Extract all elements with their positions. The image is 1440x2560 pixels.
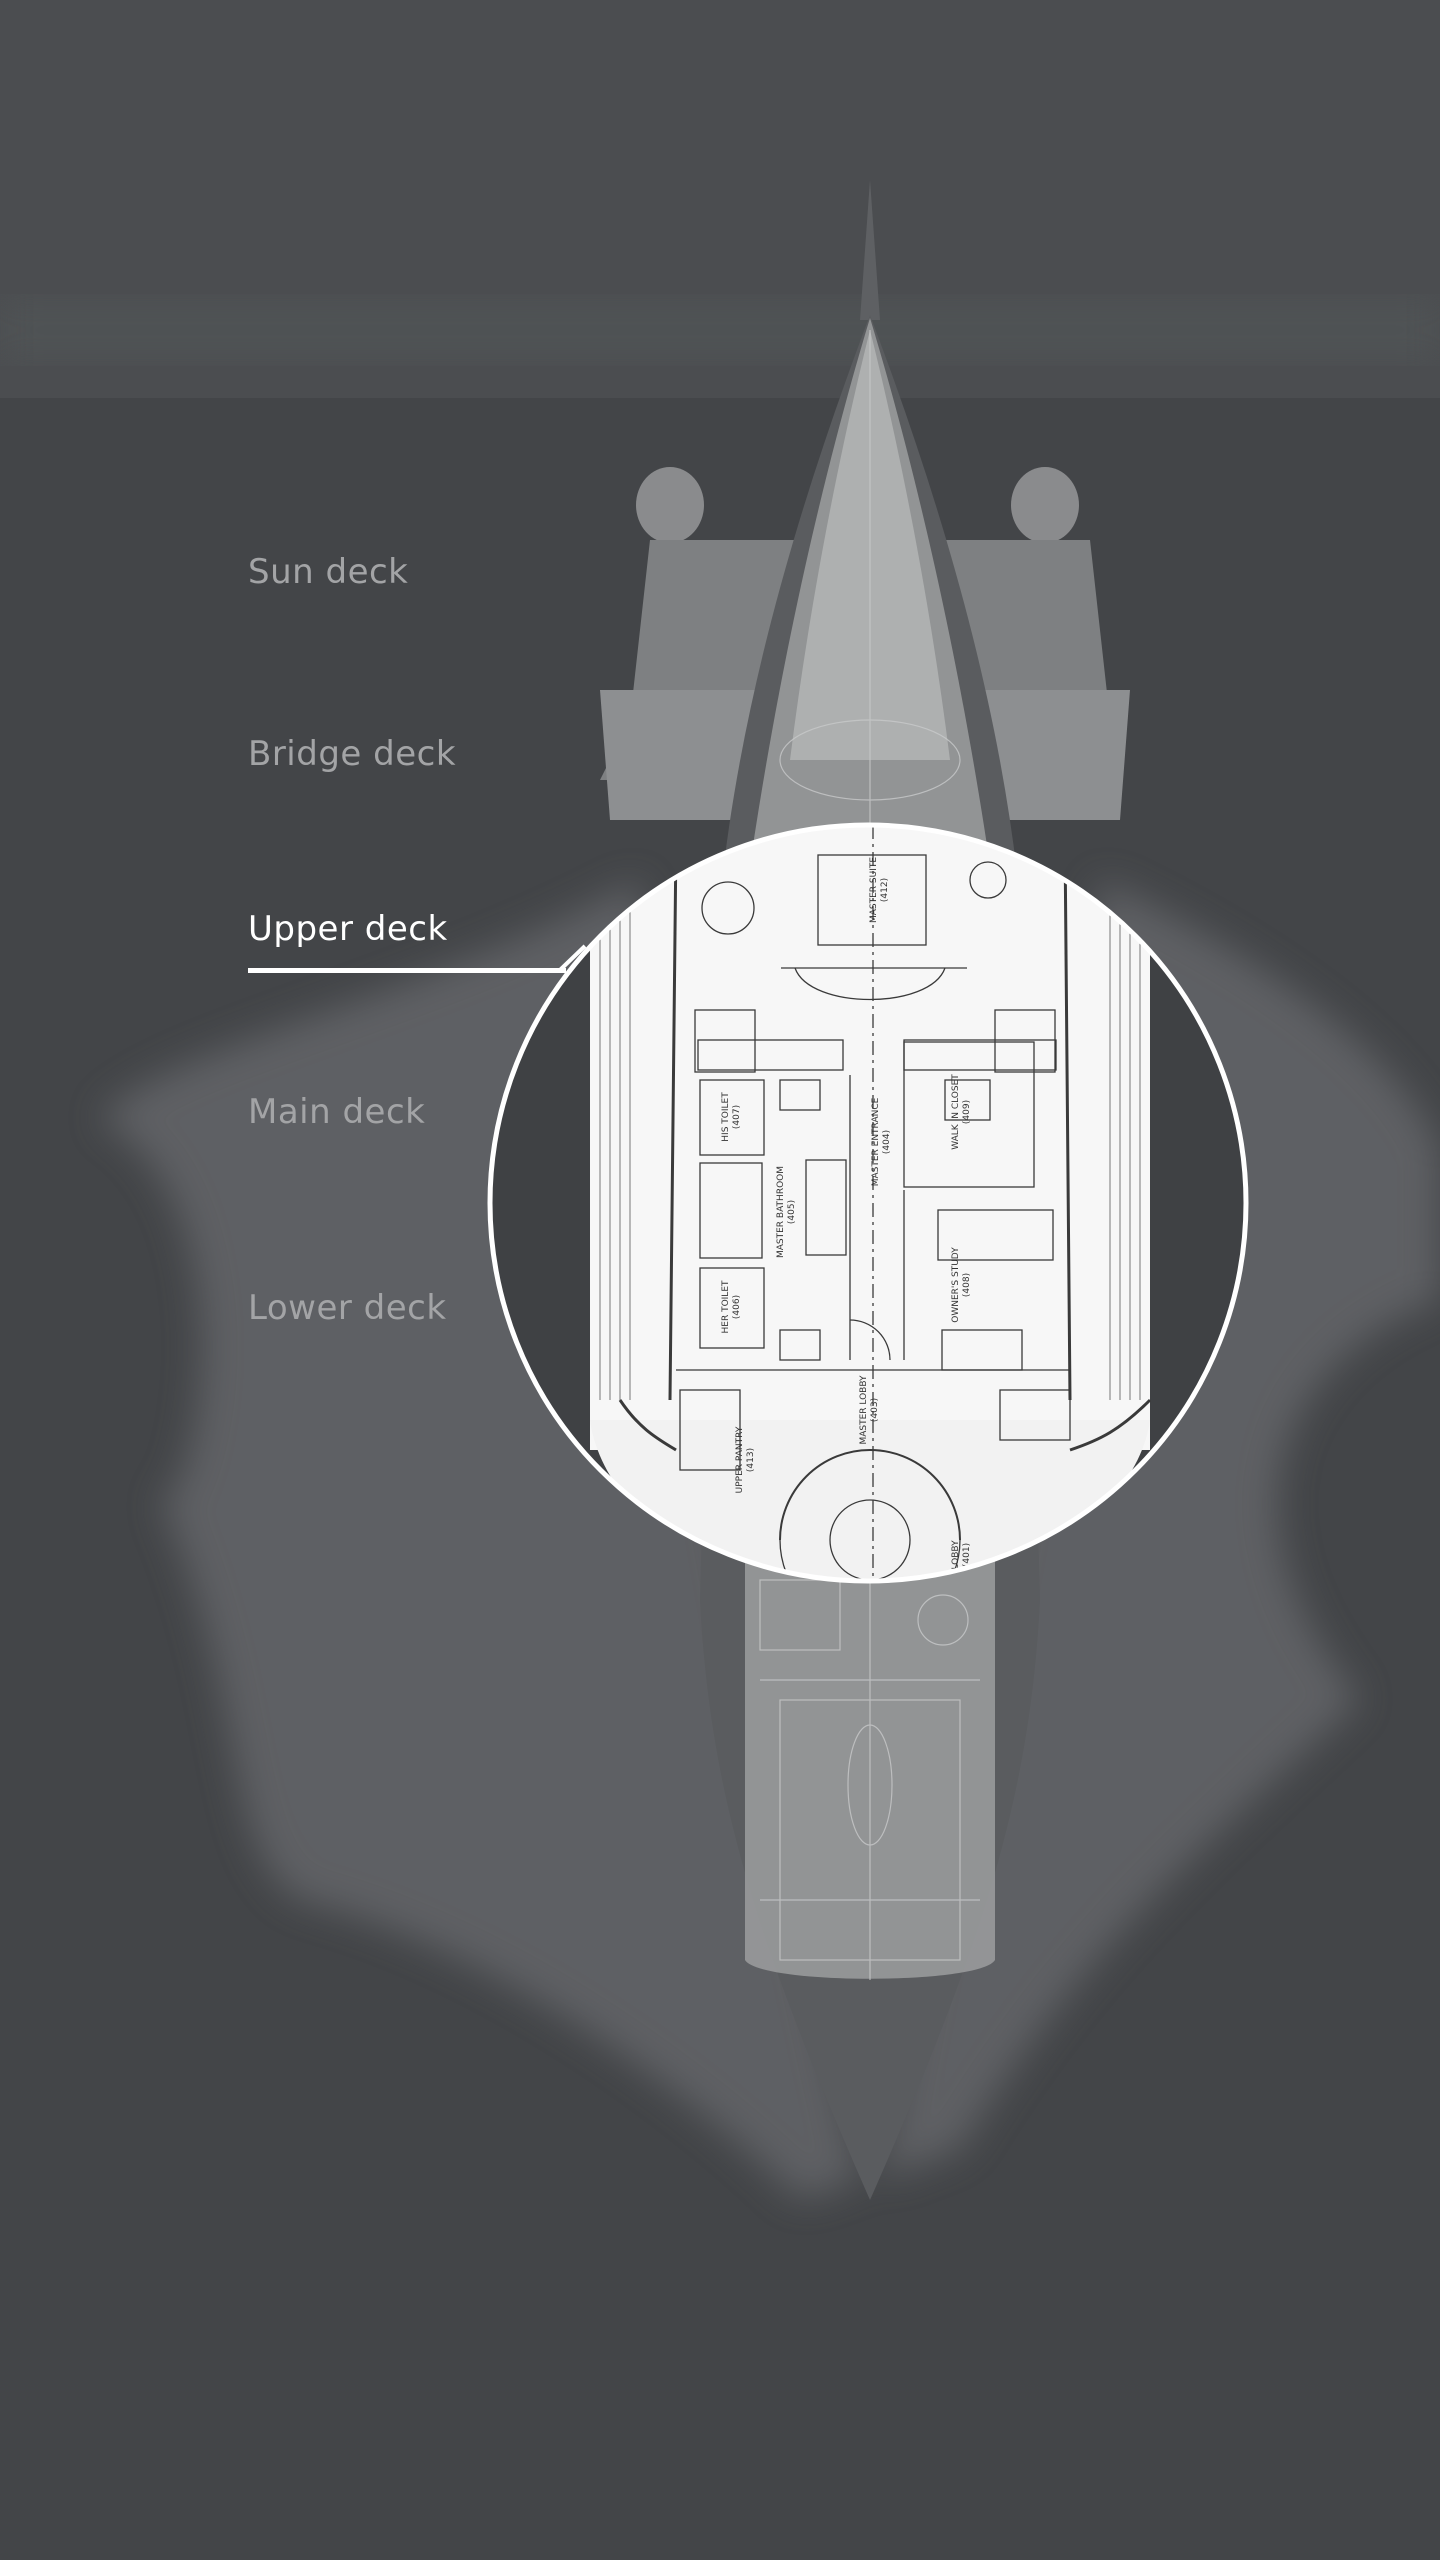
deck-tab-upper[interactable]: Upper deck — [248, 909, 448, 949]
room-code: (405) — [787, 1200, 797, 1224]
room-code: (412) — [880, 878, 890, 902]
deck-tab-sun[interactable]: Sun deck — [248, 552, 409, 592]
room-label: MASTER SUITE — [869, 857, 879, 923]
connector-line — [558, 944, 587, 972]
room-code: (404) — [882, 1130, 892, 1154]
room-code: (406) — [732, 1295, 742, 1319]
deck-tab-main[interactable]: Main deck — [248, 1092, 426, 1132]
room-code: (413) — [746, 1448, 756, 1472]
room-code: (409) — [962, 1100, 972, 1124]
room-code: (401) — [962, 1543, 972, 1567]
room-code: (407) — [732, 1105, 742, 1129]
room-label: HER TOILET — [721, 1280, 731, 1334]
room-label: MASTER LOBBY — [859, 1375, 869, 1445]
deck-tab-lower[interactable]: Lower deck — [248, 1288, 447, 1328]
room-code: (408) — [962, 1273, 972, 1297]
room-label: MASTER ENTRANCE — [871, 1097, 881, 1186]
room-label: OWNER'S STUDY — [951, 1247, 961, 1323]
horizon-clouds — [0, 300, 1440, 360]
deck-tab-bridge[interactable]: Bridge deck — [248, 734, 457, 774]
room-label: UPPER PANTRY — [735, 1426, 745, 1493]
room-code: (403) — [870, 1398, 880, 1422]
room-label: LOBBY — [951, 1540, 961, 1570]
room-label: MASTER BATHROOM — [776, 1166, 786, 1258]
room-label: HIS TOILET — [721, 1092, 731, 1142]
active-deck-indicator — [248, 968, 566, 973]
room-label: WALK IN CLOSET — [951, 1074, 961, 1150]
